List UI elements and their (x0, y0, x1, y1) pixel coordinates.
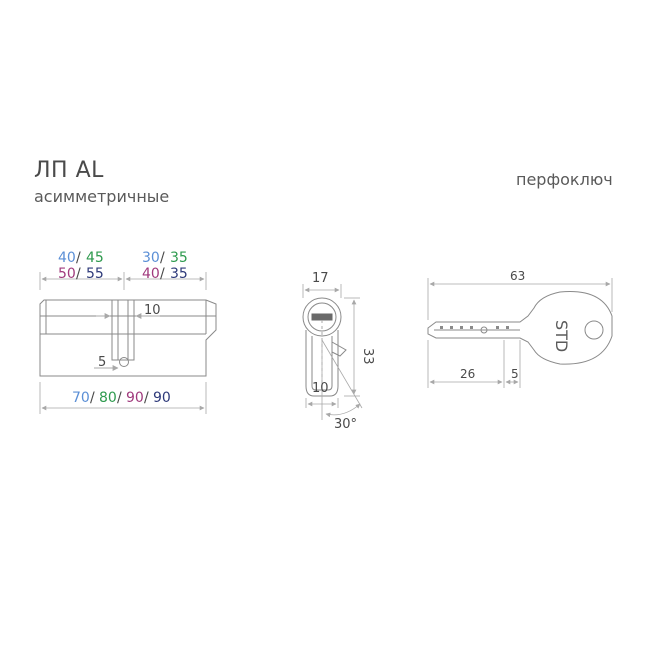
key-tip-label: 5 (511, 367, 519, 381)
key-total-label: 63 (510, 269, 525, 283)
key-blade-label: 26 (460, 367, 475, 381)
length-sep: / (90, 390, 95, 406)
size-right-c: 40 (142, 266, 160, 282)
profile-circle (302, 297, 342, 337)
cam-slot (111, 299, 135, 361)
key-dimensions (427, 278, 613, 388)
size-right-d: 35 (170, 266, 188, 282)
dim-width-label: 17 (312, 271, 329, 286)
dim-bottom-label: 10 (312, 381, 329, 396)
size-left-a: 40 (58, 250, 76, 266)
profile-dimensions (302, 284, 363, 420)
size-left-b: 45 (86, 250, 104, 266)
length-a: 70 (72, 390, 90, 406)
length-b: 80 (99, 390, 117, 406)
dim-5-label: 5 (98, 355, 106, 370)
product-title: ЛП AL (34, 158, 104, 183)
size-sep: / (76, 266, 81, 282)
size-sep: / (160, 266, 165, 282)
cylinder-body (39, 299, 217, 377)
key-drawing (427, 291, 613, 365)
key-type-label: перфоключ (516, 170, 613, 189)
keyway (311, 313, 333, 321)
key-outline (427, 291, 613, 365)
key-brand: STD (552, 320, 571, 352)
cylinder-dimensions (39, 272, 207, 414)
length-sep: / (144, 390, 149, 406)
size-left-c: 50 (58, 266, 76, 282)
key-dimple (480, 326, 488, 334)
length-d: 90 (153, 390, 171, 406)
size-sep: / (160, 250, 165, 266)
size-right-b: 35 (170, 250, 188, 266)
key-bow-hole (584, 320, 604, 340)
key-perforations (440, 326, 509, 329)
dim-10-label: 10 (144, 303, 161, 318)
cylinder-front-view (39, 299, 217, 377)
dim-height-label: 33 (360, 348, 375, 365)
screw-hole (119, 357, 129, 367)
size-right-a: 30 (142, 250, 160, 266)
angle-label: 30° (334, 417, 357, 432)
product-subtitle: асимметричные (34, 187, 170, 206)
size-sep: / (76, 250, 81, 266)
length-sep: / (117, 390, 122, 406)
size-left-d: 55 (86, 266, 104, 282)
length-c: 90 (126, 390, 144, 406)
